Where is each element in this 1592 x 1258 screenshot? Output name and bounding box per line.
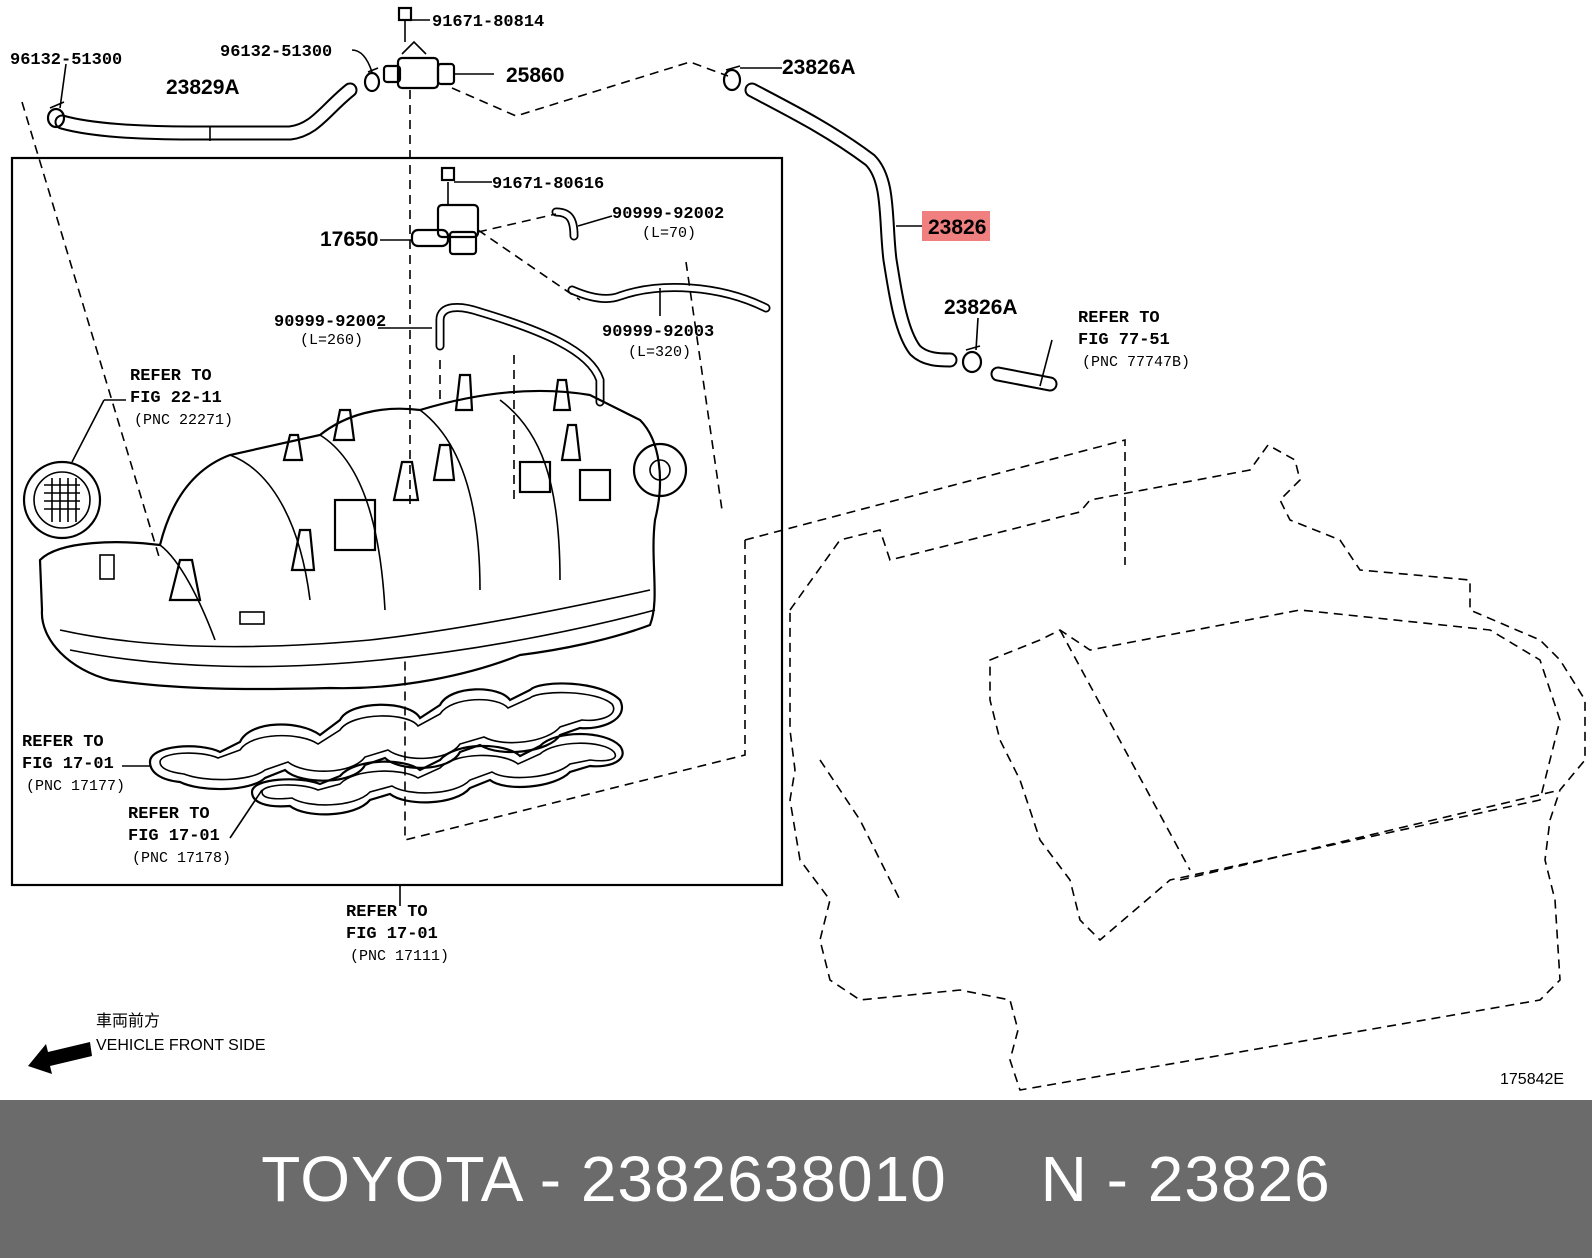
label-96132-51300-mid: 96132-51300 (220, 43, 332, 62)
svg-text:(PNC 77747B): (PNC 77747B) (1082, 354, 1190, 371)
svg-text:FIG 17-01: FIG 17-01 (346, 925, 438, 944)
intake-manifold-frame (10, 156, 784, 887)
svg-text:(PNC 17178): (PNC 17178) (132, 850, 231, 867)
refer-17177: REFER TO FIG 17-01 (PNC 17177) (22, 733, 125, 795)
svg-text:REFER TO: REFER TO (22, 733, 104, 752)
gasket-17177-icon (148, 682, 624, 791)
part-number-footer: TOYOTA - 2382638010 N - 23826 (0, 1100, 1592, 1258)
svg-text:FIG 17-01: FIG 17-01 (22, 755, 114, 774)
label-23826a-bottom: 23826A (944, 296, 1018, 319)
refer-17178: REFER TO FIG 17-01 (PNC 17178) (128, 805, 231, 867)
refer-22-11: REFER TO FIG 22-11 (PNC 22271) (130, 367, 233, 429)
label-23826: 23826 (928, 216, 986, 239)
label-96132-51300-left: 96132-51300 (10, 51, 122, 70)
clamp-icon-mid (363, 67, 381, 93)
label-l320: (L=320) (628, 344, 691, 361)
label-23826a-top: 23826A (782, 56, 856, 79)
direction-label-en: VEHICLE FRONT SIDE (96, 1037, 266, 1054)
gasket-22271-icon (22, 460, 102, 540)
arrow-left-icon (28, 1042, 92, 1074)
refer-77-51: REFER TO FIG 77-51 (PNC 77747B) (1078, 309, 1190, 371)
hose-23826 (744, 82, 958, 368)
vsv-25860-icon (382, 6, 456, 90)
svg-text:REFER TO: REFER TO (130, 367, 212, 386)
label-90999-92002-l260: 90999-92002 (274, 313, 386, 332)
label-l260: (L=260) (300, 332, 363, 349)
engine-block-outline (789, 443, 1586, 1091)
label-l70: (L=70) (642, 225, 696, 242)
hose-23829a (54, 82, 358, 141)
svg-text:FIG 22-11: FIG 22-11 (130, 389, 222, 408)
label-90999-92003: 90999-92003 (602, 323, 714, 342)
svg-text:REFER TO: REFER TO (346, 903, 428, 922)
svg-text:FIG 17-01: FIG 17-01 (128, 827, 220, 846)
label-91671-80814: 91671-80814 (432, 13, 544, 32)
gasket-17178-icon (250, 732, 624, 816)
hose-90999-92002-l260 (435, 303, 605, 407)
svg-text:(PNC 17111): (PNC 17111) (350, 948, 449, 965)
hose-90999-92002-l70 (551, 207, 579, 241)
intake-manifold-icon (38, 373, 688, 691)
label-17650: 17650 (320, 228, 378, 251)
parts-diagram: 91671-80814 96132-51300 96132-51300 2586… (10, 6, 1586, 1091)
svg-text:FIG 77-51: FIG 77-51 (1078, 331, 1170, 350)
clamp-icon-left (46, 101, 66, 129)
svg-text:REFER TO: REFER TO (128, 805, 210, 824)
refer-17111: REFER TO FIG 17-01 (PNC 17111) (346, 903, 449, 965)
svg-text:(PNC 22271): (PNC 22271) (134, 412, 233, 429)
label-23829a: 23829A (166, 76, 240, 99)
direction-label-jp: 車両前方 (96, 1012, 160, 1030)
part-number-text: TOYOTA - 2382638010 N - 23826 (261, 1143, 1331, 1215)
figure-code: 175842E (1500, 1071, 1564, 1088)
label-91671-80616: 91671-80616 (492, 175, 604, 194)
highlight-23826 (922, 211, 990, 241)
clamp-icon-23826a-bottom (961, 345, 983, 374)
svg-text:REFER TO: REFER TO (1078, 309, 1160, 328)
hose-90999-92003-l320 (567, 283, 771, 313)
label-90999-92002-l70: 90999-92002 (612, 205, 724, 224)
label-25860: 25860 (506, 64, 564, 87)
vsv-17650-icon (410, 166, 480, 256)
clamp-icon-23826a-top (722, 65, 742, 92)
svg-text:(PNC 17177): (PNC 17177) (26, 778, 125, 795)
